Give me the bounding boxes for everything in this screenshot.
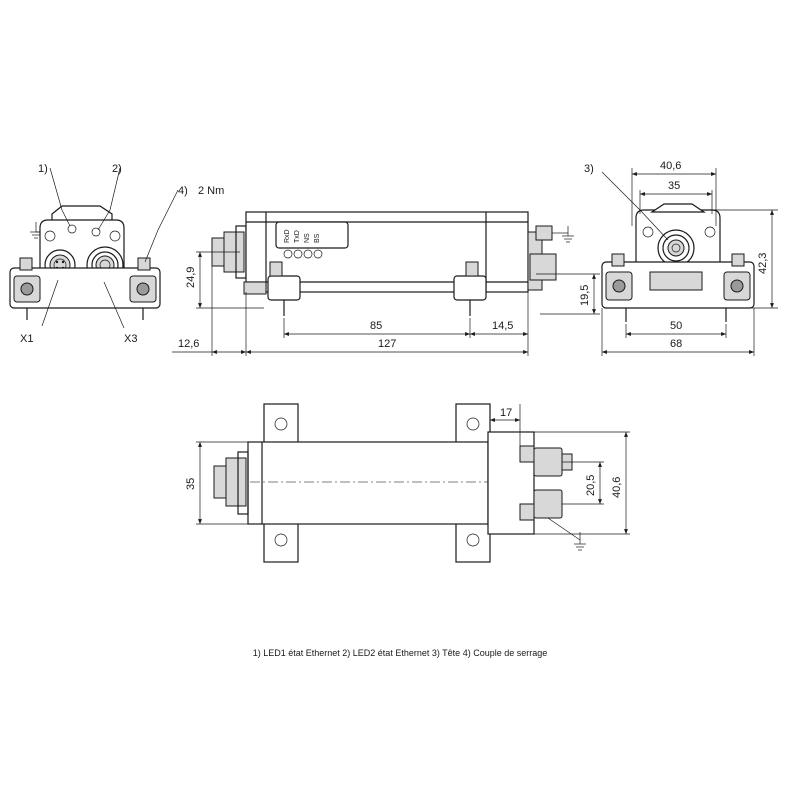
dim-85: 85 [370, 320, 382, 332]
ground-symbol-side [562, 226, 574, 243]
led-bs: BS [314, 233, 321, 243]
led-txd: TxD [294, 230, 301, 243]
side-view [211, 211, 574, 316]
led-rxd: RxD [284, 229, 291, 243]
led-ns: NS [304, 233, 311, 243]
callout-3: 3) [584, 163, 594, 175]
side-view-dimensions [172, 251, 600, 356]
dim-20-5: 20,5 [585, 475, 597, 496]
legend-caption: 1) LED1 état Ethernet 2) LED2 état Ether… [252, 648, 548, 658]
dim-19-5: 19,5 [579, 285, 591, 306]
top-view-dimensions [196, 404, 630, 535]
callout-1: 1) [38, 163, 48, 175]
dim-40-6-top: 40,6 [660, 160, 681, 172]
rear-view [601, 171, 755, 322]
dim-35-side: 35 [185, 478, 197, 490]
led2-indicator [91, 227, 101, 237]
head-connector [657, 229, 695, 267]
torque-label: 2 Nm [198, 185, 224, 197]
led-panel [275, 221, 349, 249]
dim-42-3: 42,3 [757, 253, 769, 274]
dim-17: 17 [500, 407, 512, 419]
rear-view-dimensions [601, 168, 778, 356]
ground-symbol-top [574, 532, 586, 551]
dim-24-9: 24,9 [185, 267, 197, 288]
front-view [9, 167, 179, 329]
dim-68: 68 [670, 338, 682, 350]
dim-14-5: 14,5 [492, 320, 513, 332]
label-x3: X3 [124, 333, 137, 345]
top-view [213, 403, 586, 563]
dim-35-top: 35 [668, 180, 680, 192]
dim-127: 127 [378, 338, 396, 350]
dim-40-6-side: 40,6 [611, 477, 623, 498]
led1-indicator [67, 224, 77, 234]
callout-4: 4) [178, 185, 188, 197]
dim-50: 50 [670, 320, 682, 332]
dim-12-6: 12,6 [178, 338, 199, 350]
label-x1: X1 [20, 333, 33, 345]
callout-2: 2) [112, 163, 122, 175]
